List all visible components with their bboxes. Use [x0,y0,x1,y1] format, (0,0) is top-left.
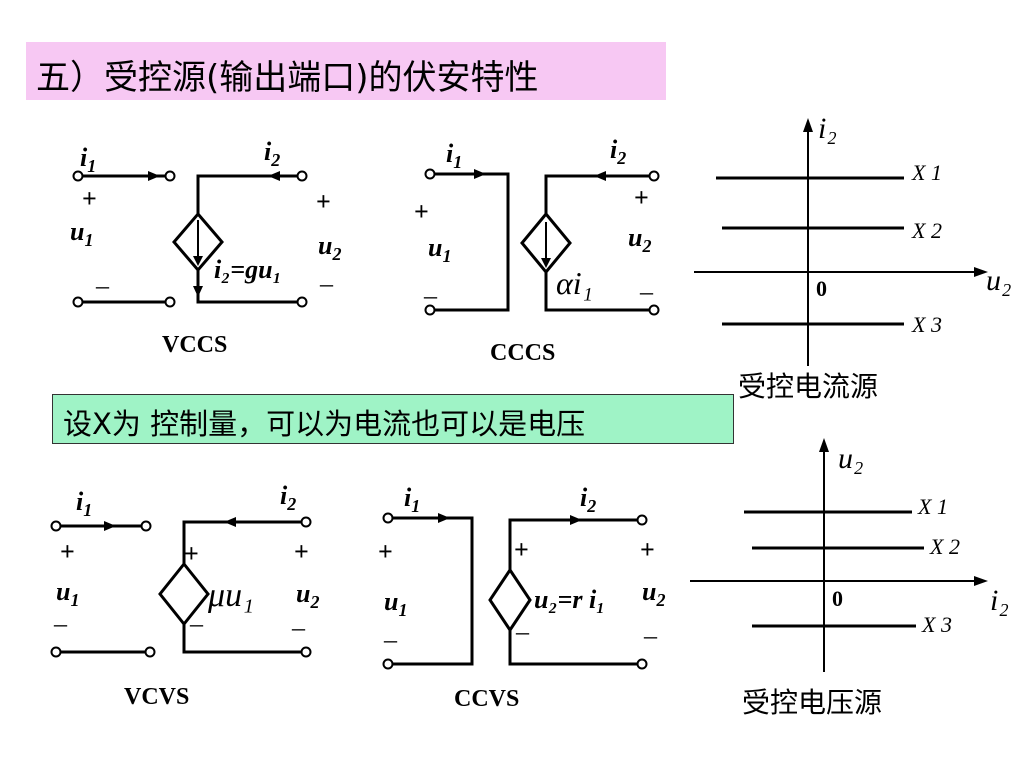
vccs-u2-plus: + [316,187,331,216]
cccs-u2-label: u2 [628,223,651,256]
vcvs-u2-label: u2 [296,579,319,612]
ccvs-src-plus: + [514,535,529,564]
voltage-source-graph: u₂ i₂ 0 X 1 X 2 X 3 受控电压源 [690,438,1009,719]
ccvs-circuit: i1 i2 + u1 – + – + u2 – u₂=r i₁ CCVS [378,483,665,712]
vccs-circuit: i1 i2 + u1 – + u2 – i₂=gu₁ VCCS [70,137,341,358]
voltage-graph-line-1: X 1 [917,494,948,519]
ccvs-u2-minus: – [643,621,658,650]
vcvs-u1-minus: – [53,609,68,638]
vcvs-u1-label: u1 [56,577,79,610]
vcvs-circuit: i1 i2 + u1 – + – + u2 – μu₁ VCVS [50,481,319,710]
cccs-relation: αi₁ [556,265,593,301]
ccvs-u2-plus: + [640,535,655,564]
vcvs-relation: μu₁ [207,577,254,614]
vcvs-src-plus: + [184,539,199,568]
voltage-graph-label: 受控电压源 [742,686,882,719]
current-graph-label: 受控电流源 [738,370,878,403]
cccs-u2-minus: – [639,277,654,306]
vcvs-src-minus: – [189,609,204,638]
ccvs-i1-label: i1 [404,483,420,516]
vcvs-i2-label: i2 [280,481,296,514]
cccs-u1-plus: + [414,197,429,226]
note-text: 设X为 控制量，可以为电流也可以是电压 [63,407,586,441]
ccvs-u1-plus: + [378,537,393,566]
vccs-u1-minus: – [95,271,110,300]
vcvs-u2-minus: – [291,613,306,642]
cccs-u2-plus: + [634,183,649,212]
cccs-circuit: i1 i2 + u1 – + u2 – αi₁ CCCS [414,135,660,366]
vcvs-u2-plus: + [294,537,309,566]
vcvs-i1-label: i1 [76,487,92,520]
vccs-u1-plus: + [82,184,97,213]
vccs-u2-minus: – [319,269,334,298]
title-banner: 五）受控源(输出端口)的伏安特性 [26,42,666,100]
voltage-graph-line-2: X 2 [929,534,960,559]
ccvs-name: CCVS [454,686,519,712]
current-graph-line-1: X 1 [911,160,942,185]
voltage-graph-line-3: X 3 [921,612,952,637]
cccs-i2-label: i2 [610,135,626,168]
voltage-graph-origin: 0 [832,586,843,611]
cccs-u1-label: u1 [428,233,451,266]
cccs-i1-label: i1 [446,139,462,172]
cccs-u1-minus: – [423,281,438,310]
ccvs-relation: u₂=r i₁ [534,585,605,614]
page-title: 五）受控源(输出端口)的伏安特性 [36,58,539,98]
note-banner: 设X为 控制量，可以为电流也可以是电压 [52,394,734,444]
current-source-graph: i₂ u₂ 0 X 1 X 2 X 3 受控电流源 [694,112,1011,403]
vccs-i2-label: i2 [264,137,280,170]
vccs-i1-label: i1 [80,143,96,176]
voltage-graph-y-axis: u₂ [838,442,863,475]
cccs-name: CCCS [490,340,555,366]
vccs-u2-label: u2 [318,231,341,264]
vccs-name: VCCS [162,332,227,358]
vccs-relation: i₂=gu₁ [214,255,282,284]
vcvs-u1-plus: + [60,537,75,566]
ccvs-i2-label: i2 [580,483,596,516]
current-graph-origin: 0 [816,276,827,301]
ccvs-u2-label: u2 [642,577,665,610]
ccvs-u1-label: u1 [384,587,407,620]
current-graph-line-2: X 2 [911,218,942,243]
ccvs-src-minus: – [515,617,530,646]
ccvs-u1-minus: – [383,625,398,654]
current-graph-x-axis: u₂ [986,264,1011,297]
vccs-u1-label: u1 [70,217,93,250]
current-graph-line-3: X 3 [911,312,942,337]
voltage-graph-x-axis: i₂ [990,584,1009,617]
vcvs-name: VCVS [124,684,189,710]
current-graph-y-axis: i₂ [818,112,837,145]
